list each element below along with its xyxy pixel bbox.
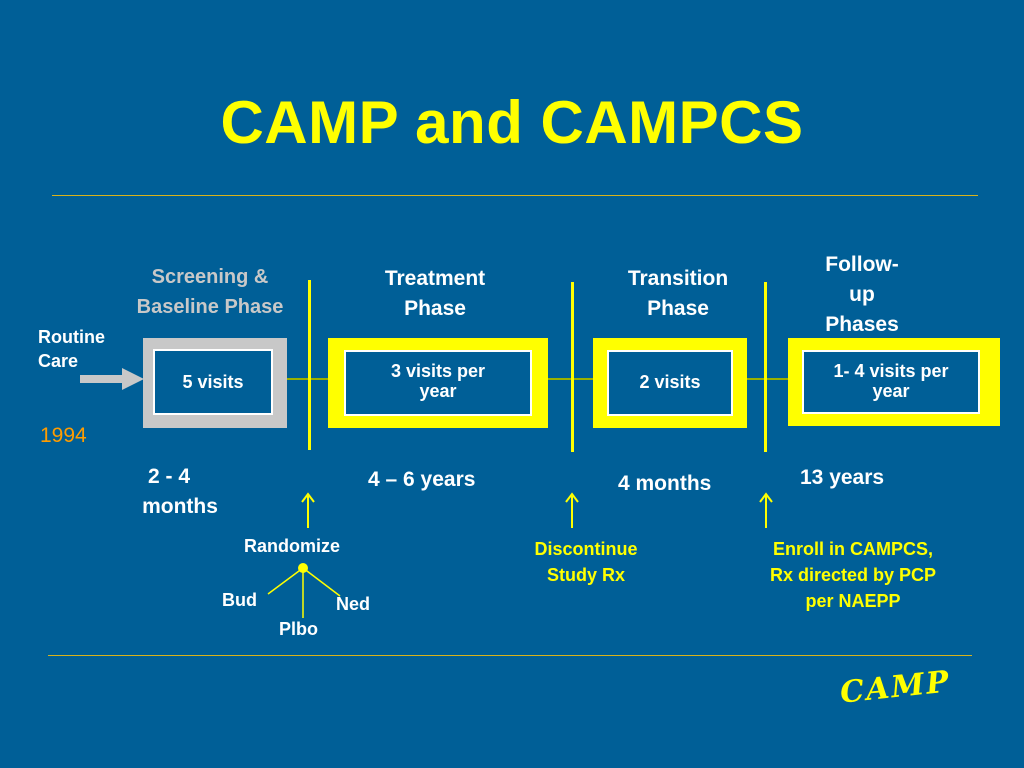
routine-care-label: Routine Care [38, 325, 105, 373]
screening-duration: 2 - 4 months [120, 462, 240, 522]
transition-heading: Transition Phase [596, 264, 760, 324]
branch-ned: Ned [336, 594, 371, 614]
top-divider [52, 195, 978, 196]
followup-visits-line-2: year [872, 381, 910, 401]
discontinue-line-1: Discontinue [534, 539, 638, 559]
start-year: 1994 [40, 424, 87, 447]
treatment-visits-line-2: year [419, 381, 457, 401]
treatment-visits-line-1: 3 visits per [390, 361, 486, 381]
screening-duration-line-1: 2 - 4 [148, 465, 191, 488]
screening-duration-line-2: months [142, 495, 218, 518]
screening-heading-line-2: Baseline Phase [136, 296, 284, 318]
treatment-heading-line-1: Treatment [384, 267, 486, 290]
routine-care-line-1: Routine [38, 327, 105, 347]
randomize-label: Randomize [244, 536, 341, 556]
transition-box: 2 visits [593, 338, 747, 428]
followup-heading-line-3: Phases [825, 313, 899, 336]
followup-box: 1- 4 visits per year [788, 338, 1000, 426]
followup-heading: Follow- up Phases [800, 250, 924, 340]
randomize-arrow-icon [301, 492, 315, 528]
enroll-line-2: Rx directed by PCP [769, 565, 937, 585]
treatment-heading: Treatment Phase [350, 264, 520, 324]
routine-care-arrow-icon [80, 368, 144, 390]
followup-visits: 1- 4 visits per year [802, 350, 980, 414]
discontinue-note: Discontinue Study Rx [506, 536, 666, 588]
screening-heading-line-1: Screening & [151, 266, 269, 288]
enroll-note: Enroll in CAMPCS, Rx directed by PCP per… [728, 536, 978, 614]
treatment-box: 3 visits per year [328, 338, 548, 428]
slide-title: CAMP and CAMPCS [220, 89, 804, 156]
phase-divider-2 [571, 282, 574, 452]
treatment-duration: 4 – 6 years [368, 468, 476, 491]
transition-heading-line-2: Phase [647, 297, 709, 320]
randomize-branches [267, 563, 341, 618]
followup-visits-line-1: 1- 4 visits per [833, 361, 949, 381]
bottom-divider [48, 655, 972, 656]
treatment-heading-line-2: Phase [404, 297, 466, 320]
enroll-arrow-icon [759, 492, 773, 528]
screening-visits: 5 visits [153, 349, 273, 415]
branch-bud: Bud [222, 590, 257, 610]
enroll-line-3: per NAEPP [805, 591, 901, 611]
transition-duration: 4 months [618, 472, 712, 495]
discontinue-line-2: Study Rx [546, 565, 625, 585]
followup-heading-line-1: Follow- [825, 253, 899, 276]
screening-box: 5 visits [143, 338, 287, 428]
transition-visits: 2 visits [607, 350, 733, 416]
routine-care-line-2: Care [38, 351, 79, 371]
discontinue-arrow-icon [565, 492, 579, 528]
branch-plbo: Plbo [279, 619, 318, 639]
camp-logo: CAMP [838, 664, 953, 711]
followup-duration: 13 years [800, 466, 885, 489]
screening-heading: Screening & Baseline Phase [110, 262, 310, 322]
phase-divider-1 [308, 280, 311, 450]
transition-heading-line-1: Transition [627, 267, 729, 290]
enroll-line-1: Enroll in CAMPCS, [772, 539, 933, 559]
phase-divider-3 [764, 282, 767, 452]
followup-heading-line-2: up [849, 283, 875, 306]
treatment-visits: 3 visits per year [344, 350, 532, 416]
